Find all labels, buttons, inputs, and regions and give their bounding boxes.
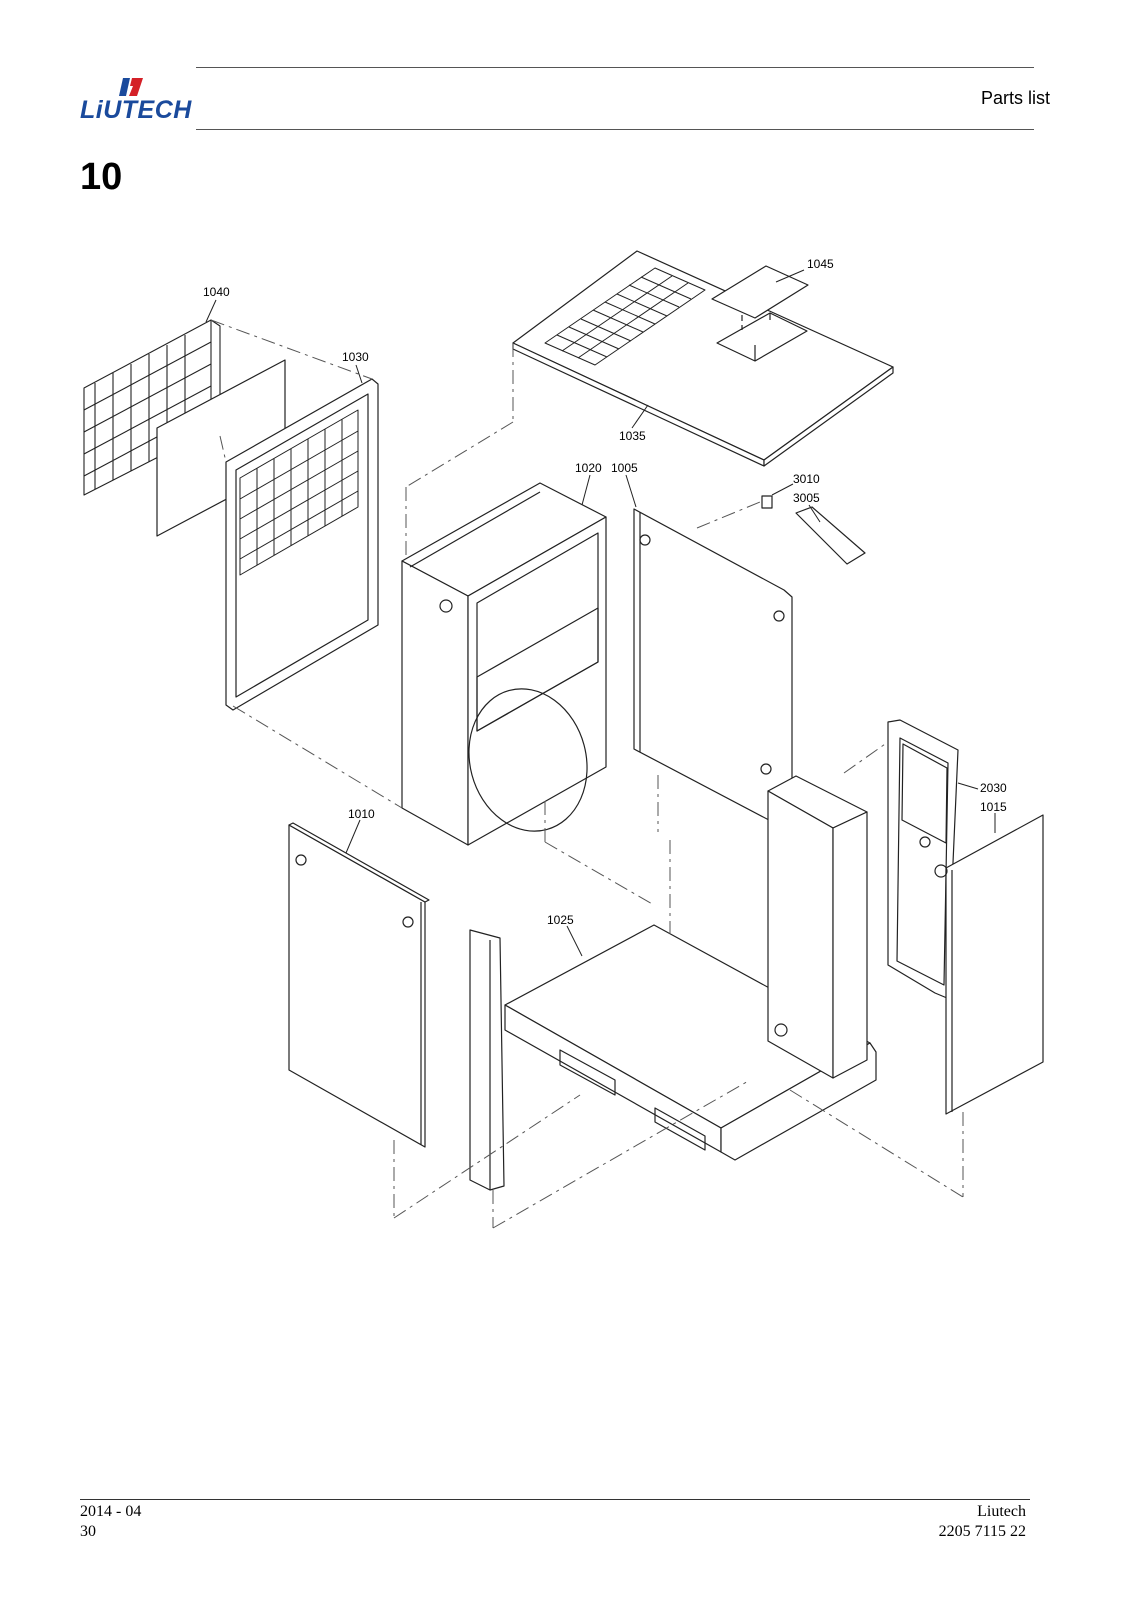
footer-document-number: 2205 7115 22 bbox=[938, 1523, 1026, 1540]
label-1035: 1035 bbox=[619, 429, 646, 443]
label-1015: 1015 bbox=[980, 800, 1007, 814]
label-3010: 3010 bbox=[793, 472, 820, 486]
label-1005: 1005 bbox=[611, 461, 638, 475]
label-1010: 1010 bbox=[348, 807, 375, 821]
footer-rule bbox=[80, 1499, 1030, 1500]
label-1030: 1030 bbox=[342, 350, 369, 364]
footer-page-number: 30 bbox=[80, 1523, 96, 1540]
side-door-frame bbox=[887, 719, 959, 999]
label-3005: 3005 bbox=[793, 491, 820, 505]
label-1020: 1020 bbox=[575, 461, 602, 475]
grille-frame bbox=[225, 378, 379, 711]
electrical-cabinet bbox=[767, 775, 868, 1079]
label-3005 bbox=[795, 506, 866, 565]
logo-text: LiUTECH bbox=[80, 96, 192, 124]
footer-company: Liutech bbox=[977, 1503, 1026, 1520]
footer-left: 2014 - 04 30 bbox=[80, 1502, 141, 1542]
label-2030: 2030 bbox=[980, 781, 1007, 795]
badge-3010 bbox=[761, 495, 773, 509]
side-panel bbox=[945, 814, 1044, 1115]
part-labels: 1045 1040 1030 1035 1020 1005 3010 3005 … bbox=[203, 257, 1007, 927]
front-door bbox=[288, 822, 430, 1148]
corner-post bbox=[469, 929, 505, 1191]
fan-housing bbox=[401, 482, 607, 846]
roof-panel bbox=[512, 250, 894, 467]
footer-date: 2014 - 04 bbox=[80, 1503, 142, 1520]
header-bottom-rule bbox=[196, 129, 1034, 130]
section-number: 10 bbox=[80, 156, 123, 198]
label-1040: 1040 bbox=[203, 285, 230, 299]
label-1025: 1025 bbox=[547, 913, 574, 927]
header-top-rule bbox=[196, 67, 1034, 68]
wire-guard bbox=[83, 319, 221, 496]
liutech-logo: LiUTECH bbox=[80, 76, 192, 124]
footer-right: Liutech 2205 7115 22 bbox=[939, 1502, 1026, 1542]
section-title: Parts list bbox=[980, 88, 1050, 108]
liutech-logo-icon bbox=[119, 78, 143, 96]
label-1045: 1045 bbox=[807, 257, 834, 271]
